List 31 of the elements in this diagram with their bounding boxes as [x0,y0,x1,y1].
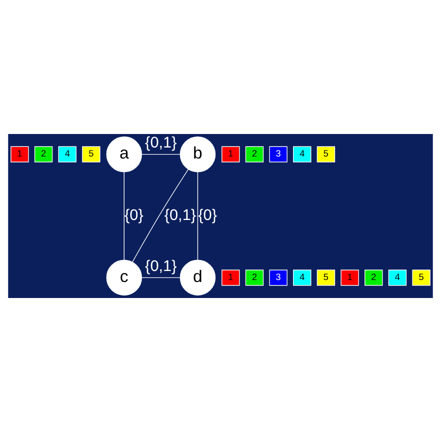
node-box: 4 [293,269,312,286]
node-box: 4 [293,146,312,162]
node-box: 1 [222,146,240,162]
edge-label: {0} [124,206,144,224]
node-circle: c [106,259,142,296]
edge-label: {0,1} [145,258,177,275]
edge-label: {0} [198,206,217,224]
node-box: 2 [245,269,264,286]
node-box: 4 [388,269,407,286]
node-box: 4 [58,146,76,162]
connector [141,153,180,154]
node-box: 1 [10,146,29,162]
node-circle: a [106,136,142,172]
node-circle: d [180,259,216,296]
edge-label: {0,1} [145,134,177,152]
edge-label: {0,1} [164,206,196,224]
node-box: 2 [364,269,383,286]
node-box: 3 [269,269,288,286]
connector [197,171,198,260]
node-box: 1 [340,269,359,286]
connector [132,168,189,262]
node-box: 1 [222,269,240,286]
node-box: 2 [34,146,53,162]
node-box: 5 [316,146,336,162]
node-box: 5 [412,269,430,286]
node-box: 5 [82,146,100,162]
node-box: 5 [316,269,336,286]
connector [141,276,180,278]
node-circle: b [180,136,216,172]
node-box: 2 [245,146,264,162]
node-box: 3 [269,146,288,162]
